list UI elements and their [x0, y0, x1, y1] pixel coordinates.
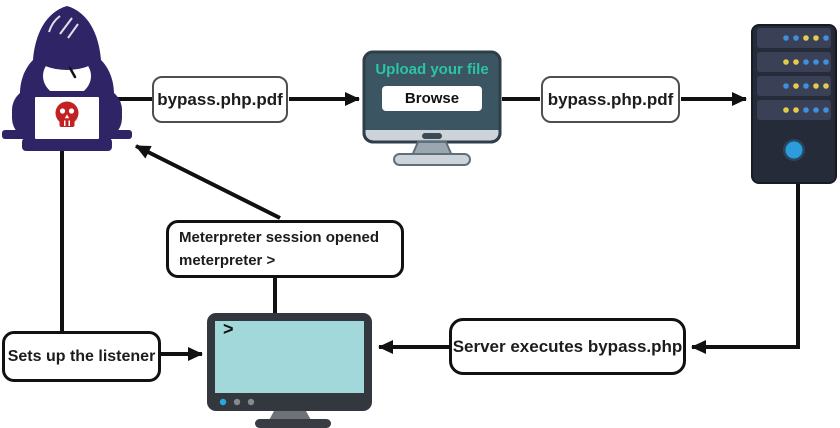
file-box-2: bypass.php.pdf: [541, 76, 680, 123]
meterpreter-line2: meterpreter >: [179, 252, 276, 269]
server-led-dots: [783, 35, 829, 113]
server-icon: [751, 24, 837, 184]
terminal-prompt: >: [223, 319, 234, 339]
browse-button: Browse: [382, 86, 482, 111]
listener-box: Sets up the listener: [2, 331, 161, 382]
terminal-screen: [215, 321, 364, 393]
face-mark: [68, 66, 77, 79]
hood-brim: [36, 42, 98, 70]
skull-icon: [55, 101, 79, 127]
bezel-pill: [422, 133, 442, 139]
power-light: [785, 141, 803, 159]
hood-hatch-lines: [48, 15, 79, 39]
arrow-server-to-exec: [691, 183, 800, 354]
meterpreter-box: Meterpreter session opened meterpreter >: [166, 220, 404, 278]
terminal-monitor-icon: [207, 313, 372, 428]
meterpreter-line1: Meterpreter session opened: [179, 228, 380, 246]
skull-face-details: [59, 108, 75, 126]
terminal-bezel-dots: [219, 398, 255, 406]
file-box-1: bypass.php.pdf: [152, 76, 288, 123]
terminal-base: [255, 419, 331, 428]
hacker-icon: [2, 6, 132, 151]
monitor-base: [393, 153, 471, 166]
arrow-meterpreter-to-hacker: [135, 144, 281, 220]
server-executes-box: Server executes bypass.php: [449, 318, 686, 375]
upload-title: Upload your file: [375, 61, 489, 78]
